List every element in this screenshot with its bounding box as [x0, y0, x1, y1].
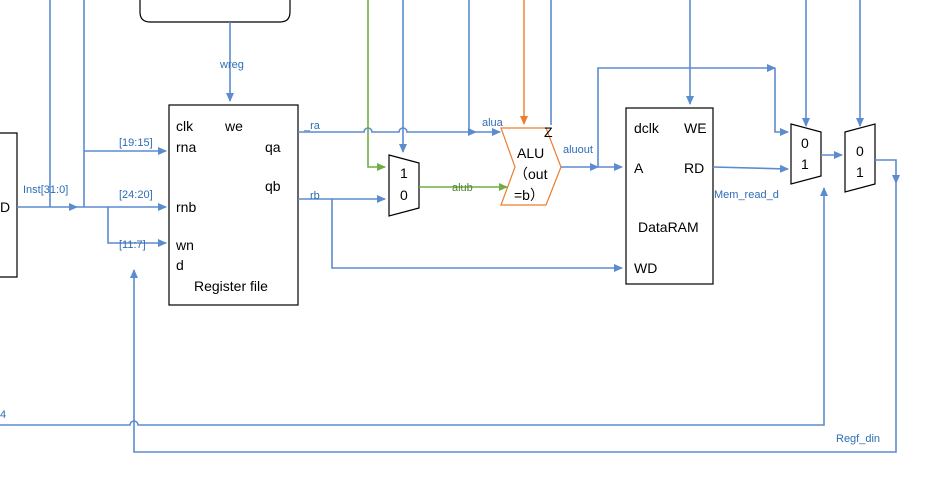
register-file-block [168, 104, 299, 306]
mux-mem [790, 123, 822, 185]
rf-we-label: we [224, 118, 243, 134]
rf-qb-label: qb [265, 178, 281, 194]
mux-final-bottom-label: 1 [856, 164, 864, 180]
dm-rd-label: RD [684, 160, 704, 176]
mux-mem-top-label: 0 [801, 135, 809, 151]
alu-out-label: （out [514, 166, 548, 182]
rf-d-label: d [176, 257, 184, 273]
alub-wires [367, 0, 508, 191]
rf-clk-label: clk [176, 118, 194, 134]
mux-alub [388, 154, 420, 217]
left-block-label: D [0, 199, 10, 215]
dataram-block [625, 107, 714, 285]
register-output-wires [298, 0, 623, 272]
rf-qa-label: qa [265, 139, 281, 155]
alub-label: alub [452, 182, 473, 194]
top-block [139, 0, 291, 23]
dm-we-label: WE [684, 120, 707, 136]
alua-label: alua [482, 117, 504, 129]
mux-final [844, 123, 876, 193]
rf-title: Register file [194, 278, 268, 294]
wreg-label: wreg [219, 59, 244, 71]
mux-final-top-label: 0 [856, 143, 864, 159]
alu-label: ALU [517, 145, 544, 161]
alu-eq-label: =b） [514, 187, 544, 203]
regf-din-label: Regf_din [836, 433, 880, 445]
rf-rnb-label: rnb [176, 199, 196, 215]
dm-title: DataRAM [638, 219, 699, 235]
alu-block [500, 127, 562, 206]
mem-read-d-label: Mem_read_d [714, 189, 779, 201]
dm-wd-label: WD [634, 260, 657, 276]
ra-label: _ra [303, 120, 321, 132]
dm-a-label: A [634, 160, 644, 176]
mux-mem-bottom-label: 1 [801, 156, 809, 172]
mux-alub-bottom-label: 0 [400, 187, 408, 203]
instruction-wires [17, 0, 234, 247]
rf-rna-label: rna [176, 139, 196, 155]
aluout-label: aluout [563, 144, 593, 156]
bits-24-20-label: [24:20] [119, 189, 153, 201]
rb-label: rb [310, 190, 320, 202]
rf-wn-label: wn [175, 237, 194, 253]
alu-z-label: Z [544, 124, 553, 140]
left-block [0, 132, 18, 278]
mux-alub-top-label: 1 [400, 165, 408, 181]
memory-wires [0, 0, 900, 453]
inst-label: Inst[31:0] [23, 184, 68, 196]
bits-11-7-label: [11:7] [119, 239, 146, 251]
bits-19-15-label: [19:15] [119, 137, 153, 149]
dm-dclk-label: dclk [634, 120, 660, 136]
left-number-label: 4 [0, 409, 6, 421]
